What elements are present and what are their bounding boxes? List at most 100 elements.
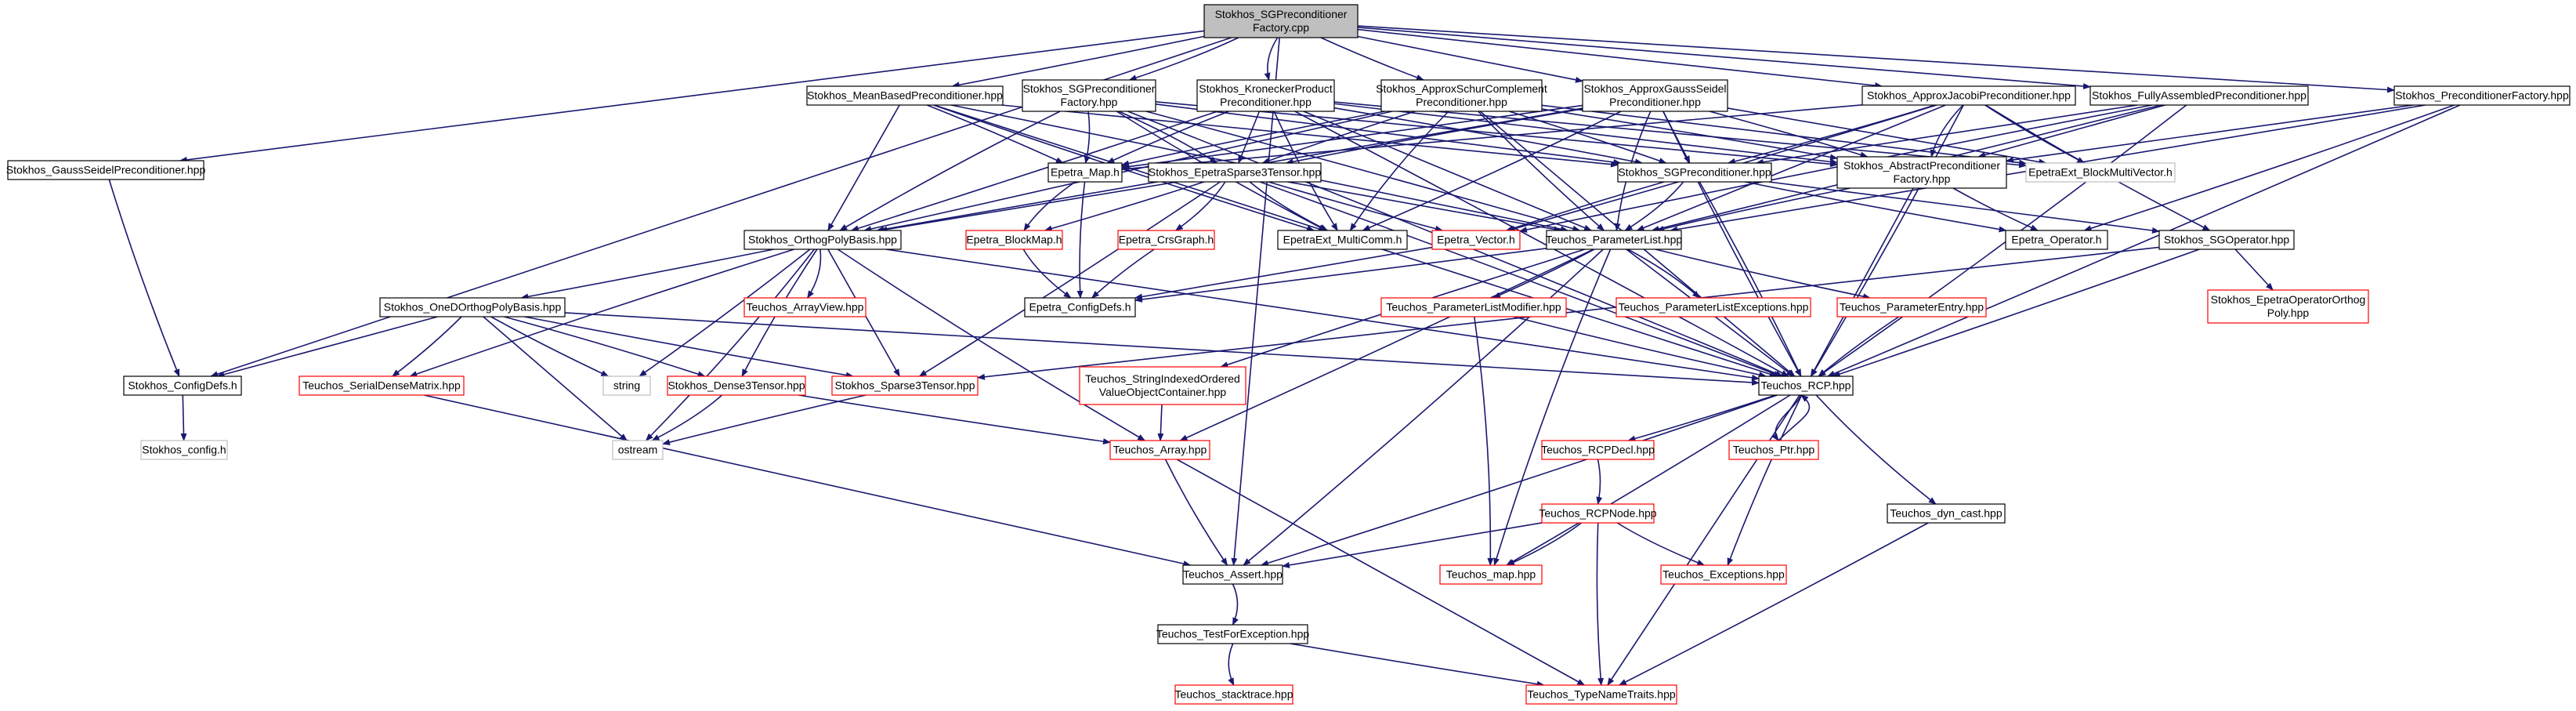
node-label: Preconditioner.hpp bbox=[1416, 96, 1507, 108]
node-gs_prec[interactable]: Stokhos_GaussSeidelPreconditioner.hpp bbox=[6, 160, 206, 180]
node-plmodifier[interactable]: Teuchos_ParameterListModifier.hpp bbox=[1380, 297, 1567, 317]
edge-root-to-fullyassembled bbox=[1357, 27, 2091, 89]
edge-rcp-to-typenametraits bbox=[1607, 394, 1800, 686]
node-box bbox=[298, 375, 465, 396]
edge-crsgraph-to-configdefs_epetra bbox=[1091, 248, 1155, 299]
node-strindexed[interactable]: Teuchos_StringIndexedOrderedValueObjectC… bbox=[1079, 366, 1246, 405]
node-orthopoly[interactable]: Stokhos_OrthogPolyBasis.hpp bbox=[743, 230, 902, 250]
node-arrayview[interactable]: Teuchos_ArrayView.hpp bbox=[743, 297, 867, 317]
node-stokhos_config[interactable]: Stokhos_config.h bbox=[140, 440, 228, 460]
edge-oned-to-serialdense bbox=[392, 316, 462, 377]
node-ostream[interactable]: ostream bbox=[612, 440, 664, 460]
node-label: Teuchos_stacktrace.hpp bbox=[1175, 688, 1293, 701]
node-epetra_operator[interactable]: Epetra_Operator.h bbox=[2005, 230, 2108, 250]
edge-epetra_vector-to-configdefs_epetra bbox=[1134, 246, 1433, 300]
node-box bbox=[1836, 297, 1987, 317]
node-abstractfac[interactable]: Stokhos_AbstractPreconditionerFactory.hp… bbox=[1836, 156, 2007, 189]
edge-fullyassembled-to-epetra_vector bbox=[1519, 104, 2152, 233]
node-label: Stokhos_SGPreconditioner bbox=[1023, 82, 1156, 95]
edge-eps3t-to-rcp bbox=[1259, 181, 1782, 377]
node-box bbox=[2005, 230, 2108, 250]
node-fullyassembled[interactable]: Stokhos_FullyAssembledPreconditioner.hpp bbox=[2089, 85, 2309, 106]
node-label: Teuchos_RCPNode.hpp bbox=[1539, 507, 1656, 520]
node-testforexc[interactable]: Teuchos_TestForException.hpp bbox=[1156, 624, 1310, 644]
node-label: Teuchos_TypeNameTraits.hpp bbox=[1527, 688, 1676, 701]
node-approxgs[interactable]: Stokhos_ApproxGaussSeidelPreconditioner.… bbox=[1582, 79, 1728, 112]
node-label: Stokhos_ApproxJacobiPreconditioner.hpp bbox=[1867, 89, 2071, 102]
node-label: Teuchos_ParameterEntry.hpp bbox=[1840, 301, 1984, 314]
edge-eps3t-to-multicomm bbox=[1249, 181, 1329, 231]
node-crsgraph[interactable]: Epetra_CrsGraph.h bbox=[1117, 230, 1215, 250]
node-plexceptions[interactable]: Teuchos_ParameterListExceptions.hpp bbox=[1615, 297, 1811, 317]
node-box bbox=[1615, 297, 1811, 317]
node-sgoperator[interactable]: Stokhos_SGOperator.hpp bbox=[2158, 230, 2295, 250]
node-schur[interactable]: Stokhos_ApproxSchurComplementPreconditio… bbox=[1376, 79, 1547, 112]
node-kronecker[interactable]: Stokhos_KroneckerProductPreconditioner.h… bbox=[1196, 79, 1335, 112]
node-dyncast[interactable]: Teuchos_dyn_cast.hpp bbox=[1887, 503, 2006, 524]
node-exceptions[interactable]: Teuchos_Exceptions.hpp bbox=[1660, 564, 1787, 585]
node-label: Epetra_ConfigDefs.h bbox=[1029, 301, 1131, 314]
edge-rcpnode-to-assert bbox=[1282, 522, 1543, 568]
node-epetra_vector[interactable]: Epetra_Vector.h bbox=[1431, 230, 1521, 250]
node-label: Stokhos_FullyAssembledPreconditioner.hpp bbox=[2092, 89, 2306, 102]
node-dense3t[interactable]: Stokhos_Dense3Tensor.hpp bbox=[667, 375, 806, 396]
node-label: Factory.hpp bbox=[1894, 172, 1951, 185]
node-rcpnode[interactable]: Teuchos_RCPNode.hpp bbox=[1539, 503, 1657, 524]
node-rcp[interactable]: Teuchos_RCP.hpp bbox=[1758, 375, 1854, 396]
node-meanbased[interactable]: Stokhos_MeanBasedPreconditioner.hpp bbox=[806, 85, 1004, 106]
node-sparse3t[interactable]: Stokhos_Sparse3Tensor.hpp bbox=[831, 375, 979, 396]
node-array[interactable]: Teuchos_Array.hpp bbox=[1109, 440, 1210, 460]
node-configdefs_epetra[interactable]: Epetra_ConfigDefs.h bbox=[1024, 297, 1136, 317]
edge-paramlist-to-map bbox=[1493, 248, 1612, 566]
edge-gs_prec-to-stokhos_configdefs bbox=[108, 179, 180, 377]
node-stokhos_configdefs[interactable]: Stokhos_ConfigDefs.h bbox=[123, 375, 242, 396]
edge-root-to-precfactory bbox=[1357, 25, 2395, 93]
node-string[interactable]: string bbox=[602, 375, 651, 396]
node-label: Stokhos_EpetraOperatorOrthog bbox=[2211, 293, 2366, 306]
node-precfactory[interactable]: Stokhos_PreconditionerFactory.hpp bbox=[2393, 85, 2571, 106]
node-map[interactable]: Teuchos_map.hpp bbox=[1439, 564, 1543, 585]
node-multicomm[interactable]: EpetraExt_MultiComm.h bbox=[1277, 230, 1408, 250]
node-blockmv[interactable]: EpetraExt_BlockMultiVector.h bbox=[2025, 162, 2176, 183]
node-eps3t[interactable]: Stokhos_EpetraSparse3Tensor.hpp bbox=[1148, 162, 1322, 183]
node-stacktrace[interactable]: Teuchos_stacktrace.hpp bbox=[1174, 684, 1293, 705]
edge-sgprecfac_hpp-to-eps3t bbox=[1118, 111, 1218, 164]
edge-schur-to-paramlist bbox=[1478, 111, 1605, 231]
node-label: Epetra_BlockMap.h bbox=[966, 234, 1062, 246]
edge-abstractfac-to-epetra_operator bbox=[1952, 187, 2039, 231]
edge-epetra_map-to-blockmap bbox=[1023, 181, 1076, 231]
node-blockmap[interactable]: Epetra_BlockMap.h bbox=[965, 230, 1063, 250]
edge-oned-to-ostream bbox=[483, 316, 628, 441]
node-box bbox=[743, 297, 867, 317]
node-approxjacobi[interactable]: Stokhos_ApproxJacobiPreconditioner.hpp bbox=[1861, 85, 2076, 106]
node-box bbox=[1174, 684, 1293, 705]
edges-layer bbox=[108, 25, 2461, 687]
node-label: EpetraExt_MultiComm.h bbox=[1283, 234, 1402, 246]
node-box bbox=[2158, 230, 2295, 250]
node-ptr[interactable]: Teuchos_Ptr.hpp bbox=[1728, 440, 1819, 460]
node-paramentry[interactable]: Teuchos_ParameterEntry.hpp bbox=[1836, 297, 1987, 317]
edge-meanbased-to-epetra_map bbox=[926, 104, 1064, 164]
node-serialdense[interactable]: Teuchos_SerialDenseMatrix.hpp bbox=[298, 375, 465, 396]
node-oned[interactable]: Stokhos_OneDOrthogPolyBasis.hpp bbox=[379, 297, 566, 317]
node-box bbox=[1660, 564, 1787, 585]
node-paramlist[interactable]: Teuchos_ParameterList.hpp bbox=[1546, 230, 1683, 250]
node-box bbox=[1117, 230, 1215, 250]
node-sgprec_hpp[interactable]: Stokhos_SGPreconditioner.hpp bbox=[1617, 162, 1772, 183]
node-label: Stokhos_PreconditionerFactory.hpp bbox=[2395, 89, 2569, 102]
edge-paramlist-to-plexceptions bbox=[1627, 248, 1701, 299]
edge-paramlist-to-configdefs_epetra bbox=[1134, 248, 1547, 303]
edge-orthopoly-to-array bbox=[837, 248, 1146, 441]
edge-sgoperator-to-rcp bbox=[1832, 248, 2200, 377]
node-label: Epetra_Vector.h bbox=[1437, 234, 1515, 246]
node-epetra_map[interactable]: Epetra_Map.h bbox=[1047, 162, 1123, 183]
node-rcpdecl[interactable]: Teuchos_RCPDecl.hpp bbox=[1541, 440, 1655, 460]
node-typenametraits[interactable]: Teuchos_TypeNameTraits.hpp bbox=[1525, 684, 1677, 705]
node-box bbox=[1861, 85, 2076, 106]
edge-approxgs-to-epetra_map bbox=[1121, 104, 1583, 170]
node-assert[interactable]: Teuchos_Assert.hpp bbox=[1182, 564, 1283, 585]
edge-paramlist-to-assert bbox=[1243, 248, 1604, 566]
